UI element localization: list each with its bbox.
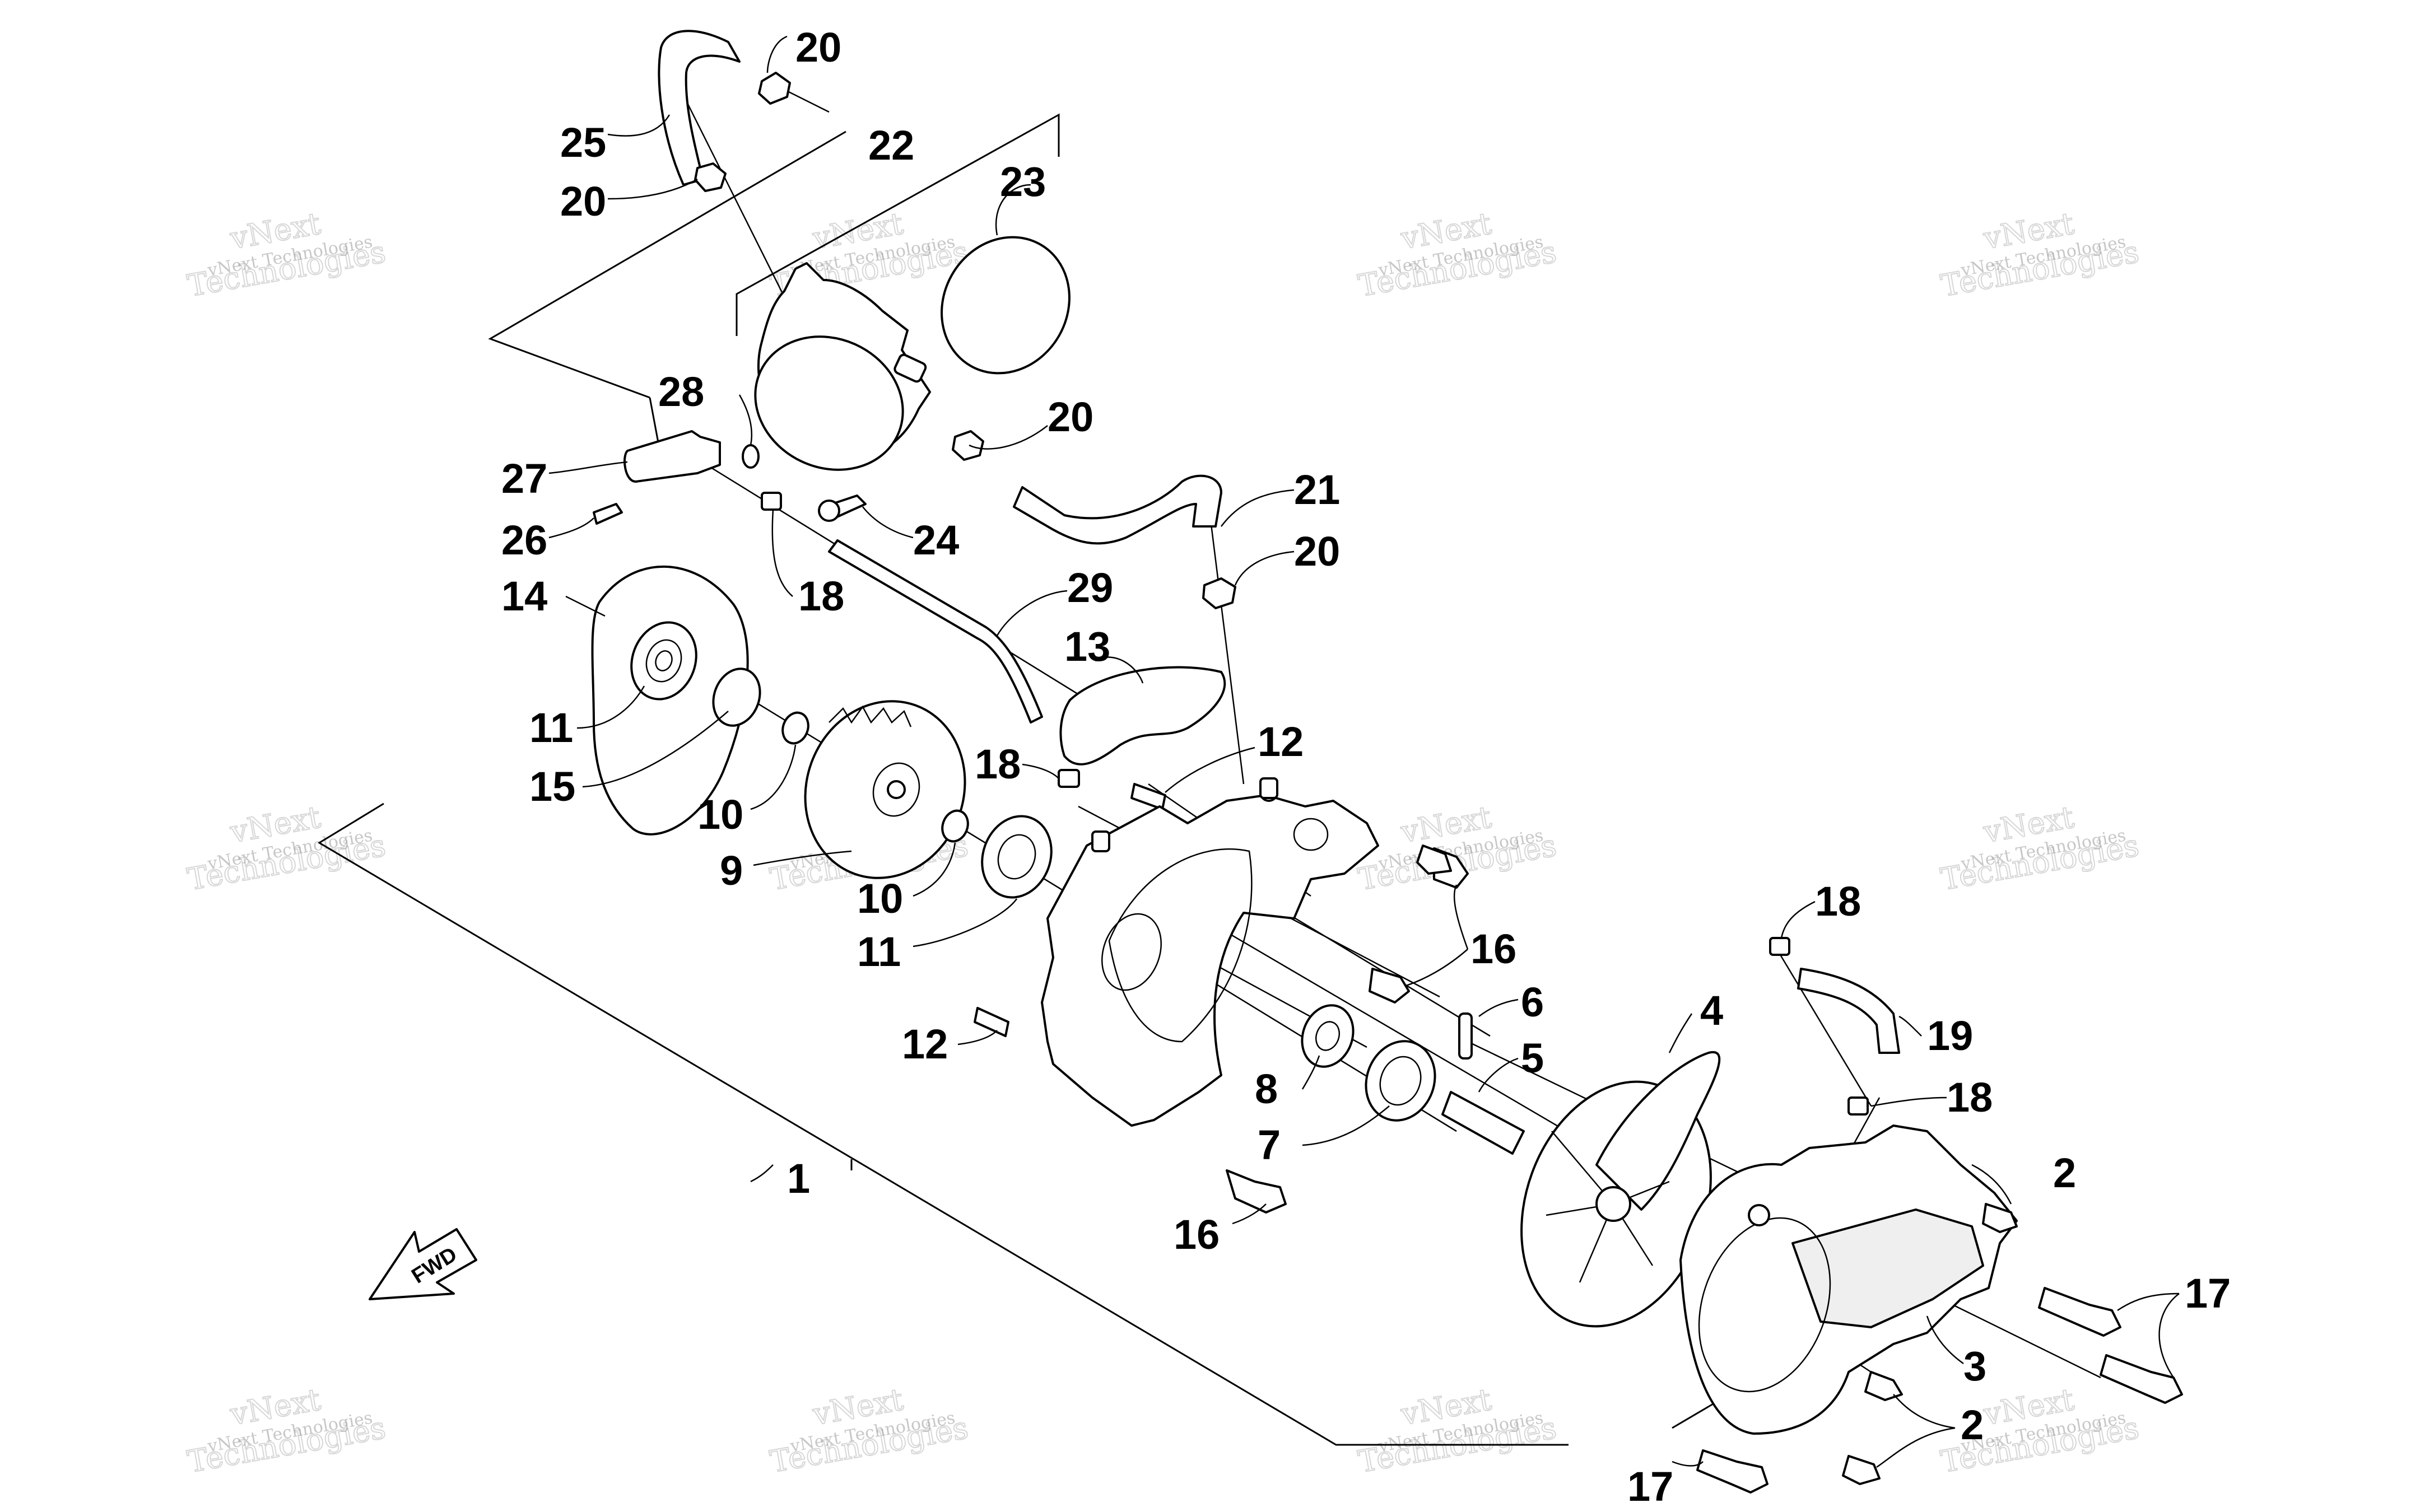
callout-20: 20 xyxy=(1048,394,1093,440)
callout-20: 20 xyxy=(1294,528,1340,575)
callout-16: 16 xyxy=(1470,926,1516,972)
watermark: vNext Technologies vNext Technologies xyxy=(1938,799,2142,898)
seal-8 xyxy=(1301,1004,1355,1068)
bolt-26 xyxy=(593,503,623,525)
watermark: vNext Technologies vNext Technologies xyxy=(1355,205,1560,304)
shaft-5 xyxy=(1441,1091,1525,1155)
pump-housing-3 xyxy=(1679,1124,2018,1435)
callout-7: 7 xyxy=(1258,1122,1281,1168)
bracket-group-22 xyxy=(488,113,1060,443)
fitting-18-b xyxy=(1058,769,1080,788)
fitting-18-d xyxy=(1847,1096,1869,1116)
callout-29: 29 xyxy=(1067,564,1113,611)
o-ring-28 xyxy=(742,444,760,469)
callout-28: 28 xyxy=(658,368,704,415)
hose-clamp-20-right xyxy=(952,430,984,461)
callout-18: 18 xyxy=(975,741,1021,787)
callout-19: 19 xyxy=(1927,1012,1973,1059)
callout-1: 1 xyxy=(787,1155,810,1202)
bearing-11-left xyxy=(630,621,697,701)
watermark: vNext Technologies vNext Technologies xyxy=(184,1381,389,1480)
dowel-pin-12-top xyxy=(1130,783,1166,810)
callout-26: 26 xyxy=(501,517,547,563)
callout-17: 17 xyxy=(1627,1463,1673,1510)
hose-clamp-20-mid xyxy=(694,162,727,192)
callout-23: 23 xyxy=(1000,158,1046,205)
watermark: vNext Technologies vNext Technologies xyxy=(184,799,389,898)
callout-12: 12 xyxy=(902,1021,948,1067)
snap-ring-15 xyxy=(712,668,761,727)
callout-16: 16 xyxy=(1174,1211,1220,1258)
bolt-2-b xyxy=(1864,1371,1903,1401)
hose-21 xyxy=(1013,474,1222,545)
bolt-24 xyxy=(818,494,867,522)
callout-22: 22 xyxy=(868,122,914,169)
callout-18: 18 xyxy=(1815,878,1861,925)
callout-15: 15 xyxy=(529,763,575,810)
callout-13: 13 xyxy=(1064,623,1110,670)
callout-14: 14 xyxy=(501,573,547,619)
watermark: vNext Technologies vNext Technologies xyxy=(184,205,389,304)
impeller-4 xyxy=(1520,1051,1721,1328)
bolt-16-a xyxy=(1416,844,1469,889)
bolt-17-b xyxy=(2100,1354,2183,1404)
watermark: vNext Technologies vNext Technologies xyxy=(767,1381,971,1480)
callout-18: 18 xyxy=(1947,1074,1993,1121)
fitting-27 xyxy=(623,430,721,483)
seal-7 xyxy=(1365,1040,1436,1122)
hose-clamp-20-top xyxy=(758,72,791,105)
callout-2: 2 xyxy=(2053,1150,2076,1196)
gasket-14 xyxy=(591,565,749,836)
bracket-group-17 xyxy=(1672,1399,1720,1429)
washer-10-right xyxy=(941,809,969,843)
bolt-2-c xyxy=(1842,1455,1881,1485)
cover-housing-1 xyxy=(1041,777,1379,1127)
callout-18: 18 xyxy=(798,573,844,619)
fitting-18-c xyxy=(1769,937,1790,956)
callout-10: 10 xyxy=(697,791,743,838)
callout-11: 11 xyxy=(529,704,573,751)
callout-27: 27 xyxy=(501,455,547,502)
bolt-16-c xyxy=(1226,1169,1287,1214)
callout-20: 20 xyxy=(795,24,841,71)
callout-3: 3 xyxy=(1963,1343,1986,1389)
callout-20: 20 xyxy=(560,178,606,225)
bracket-group-1 xyxy=(318,802,1569,1446)
callout-11: 11 xyxy=(857,928,901,975)
callout-labels: 20 25 20 22 23 20 28 27 26 24 18 21 20 2… xyxy=(501,24,2231,1510)
callout-10: 10 xyxy=(857,875,903,922)
leader-lines xyxy=(548,35,2180,1468)
hose-clamp-20-lower xyxy=(1202,577,1236,609)
housing-cover-22 xyxy=(754,262,931,471)
bolt-16-b xyxy=(1369,968,1410,1004)
callout-24: 24 xyxy=(913,517,959,563)
bearing-11-right xyxy=(981,815,1053,899)
bolt-17-c xyxy=(1696,1449,1769,1494)
callout-9: 9 xyxy=(720,847,743,894)
callout-17: 17 xyxy=(2185,1270,2231,1317)
callout-4: 4 xyxy=(1700,987,1723,1034)
pin-6 xyxy=(1458,1012,1473,1060)
callout-6: 6 xyxy=(1521,979,1544,1025)
bolt-2-a xyxy=(1982,1203,2018,1233)
hose-19 xyxy=(1797,968,1900,1054)
bolt-17-a xyxy=(2038,1287,2121,1337)
callout-21: 21 xyxy=(1294,466,1340,513)
fwd-arrow-icon: FWD xyxy=(369,1228,477,1300)
callout-5: 5 xyxy=(1521,1035,1544,1081)
fitting-18-a xyxy=(761,492,782,511)
callout-8: 8 xyxy=(1255,1066,1278,1112)
callout-25: 25 xyxy=(560,119,606,166)
watermark: vNext Technologies vNext Technologies xyxy=(1355,1381,1560,1480)
callout-12: 12 xyxy=(1258,718,1304,765)
hose-top-25 xyxy=(658,30,741,186)
callout-2: 2 xyxy=(1961,1402,1984,1448)
gasket-13 xyxy=(1059,666,1226,766)
washer-10-left xyxy=(781,711,809,745)
dowel-pin-12-bottom xyxy=(974,1007,1009,1037)
gasket-23 xyxy=(941,236,1071,375)
watermark: vNext Technologies vNext Technologies xyxy=(1938,205,2142,304)
tube-29 xyxy=(828,539,1043,724)
